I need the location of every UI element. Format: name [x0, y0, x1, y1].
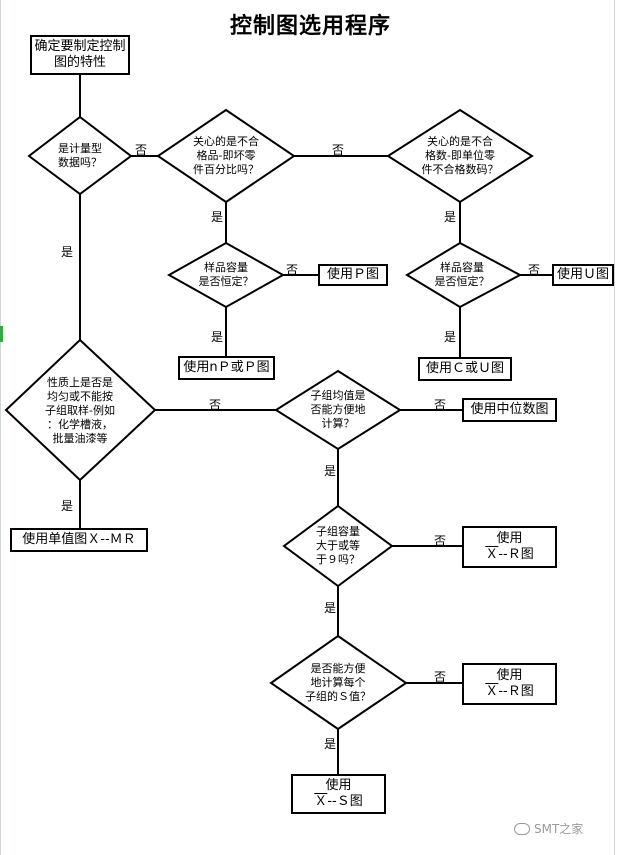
cell-selection-marker: [0, 326, 3, 342]
decision-d8-shape: [282, 504, 394, 588]
label-yes-d2: 是: [211, 210, 224, 224]
result-xmr-chart: 使用单值图Ｘ--ＭＲ: [10, 528, 148, 552]
decision-d3-shape: [386, 108, 534, 204]
result-p-chart: 使用Ｐ图: [318, 264, 388, 286]
decision-d5-text: 样品容量 是否恒定？: [434, 261, 490, 288]
decision-d1-shape: [27, 115, 133, 196]
decision-d6-text: 性质上是否是 均匀或不能按 子组取样-例如 ：化学槽液， 批量油漆等: [45, 376, 115, 445]
xbar-symbol: Ｘ: [314, 794, 328, 809]
label-no-d5: 否: [528, 263, 541, 277]
sheet-left-border: [0, 0, 1, 855]
xbar-symbol: Ｘ: [485, 547, 499, 562]
decision-d5-shape: [405, 241, 523, 309]
label-yes-d8: 是: [324, 601, 337, 615]
label-yes-d6: 是: [61, 499, 74, 513]
decision-d4-shape: [166, 241, 286, 309]
decision-d7-shape: [274, 369, 402, 451]
start-box: 确定要制定控制 图的特性: [30, 35, 130, 75]
result-np-p-chart: 使用nＰ或Ｐ图: [178, 356, 275, 380]
label-yes-d7: 是: [324, 464, 337, 478]
decision-d2-text: 关心的是不合 格品-即坏零 件百分比吗？: [193, 135, 259, 176]
chat-bubble-icon: [514, 822, 530, 835]
xbar-symbol: Ｘ: [485, 684, 499, 699]
result-c-u-chart: 使用Ｃ或Ｕ图: [418, 357, 512, 381]
label-yes-d9: 是: [324, 737, 337, 751]
decision-d3-text: 关心的是不合 格数-即单位零 件不合格数码？: [421, 135, 499, 176]
label-no-d6: 否: [209, 398, 222, 412]
page-title: 控制图选用程序: [229, 14, 391, 39]
label-yes-d3: 是: [444, 210, 457, 224]
watermark: SMT之家: [514, 820, 583, 837]
start-line2: 图的特性: [53, 55, 106, 70]
sheet-right-border: [614, 0, 615, 855]
result-xr-chart-1: 使用 Ｘ--Ｒ图: [462, 526, 557, 568]
label-no-d2: 否: [332, 143, 345, 157]
result-xr-chart-2: 使用 Ｘ--Ｒ图: [462, 663, 557, 705]
result-xs-chart: 使用 Ｘ--Ｓ图: [291, 774, 386, 814]
decision-d1-text: 是计量型 数据吗？: [58, 142, 102, 169]
label-yes-d5: 是: [444, 330, 457, 344]
label-no-d7: 否: [434, 398, 447, 412]
decision-d7-text: 子组均值是 否能方便地 计算？: [310, 389, 366, 430]
label-yes-d4: 是: [211, 330, 224, 344]
decision-d6-shape: [4, 338, 157, 482]
label-yes-d1: 是: [61, 245, 74, 259]
start-line1: 确定要制定控制: [34, 39, 126, 54]
decision-d2-shape: [156, 108, 296, 204]
result-median-chart: 使用中位数图: [462, 398, 557, 422]
label-no-d8: 否: [434, 534, 447, 548]
decision-d9-text: 是否能方便 地计算每个 子组的Ｓ值？: [305, 662, 371, 703]
label-no-d4: 否: [286, 263, 299, 277]
label-no-d1: 否: [135, 143, 148, 157]
decision-d4-text: 样品容量 是否恒定？: [198, 261, 254, 288]
label-no-d9: 否: [434, 670, 447, 684]
decision-d8-text: 子组容量 大于或等 于９吗？: [316, 525, 360, 566]
decision-d9-shape: [269, 634, 408, 731]
result-u-chart: 使用Ｕ图: [552, 264, 614, 286]
watermark-text: SMT之家: [534, 822, 584, 836]
